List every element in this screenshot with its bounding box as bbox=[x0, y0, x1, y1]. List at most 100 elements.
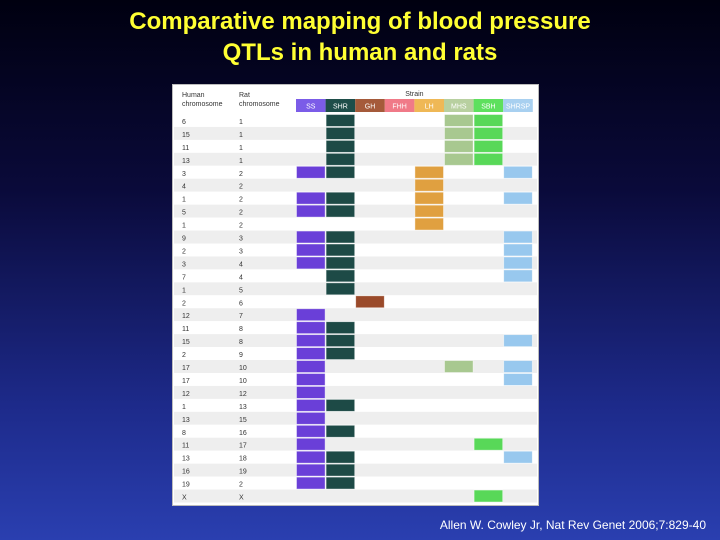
qtl-cell-shr bbox=[325, 230, 356, 244]
table-row bbox=[174, 178, 537, 192]
title-line-2: QTLs in human and rats bbox=[222, 39, 498, 66]
qtl-cell-lh bbox=[414, 191, 444, 205]
rat-chromosome-cell: X bbox=[239, 495, 244, 502]
table-row bbox=[174, 308, 537, 322]
strain-header-cell bbox=[355, 99, 385, 112]
human-chromosome-cell: 7 bbox=[182, 274, 186, 281]
rat-chromosome-cell: 8 bbox=[239, 339, 243, 346]
qtl-cell-ss bbox=[296, 165, 326, 179]
human-chromosome-cell: 4 bbox=[182, 184, 186, 191]
strain-header-cell bbox=[296, 99, 326, 112]
qtl-cell-mhs bbox=[444, 360, 474, 373]
human-chromosome-cell: 1 bbox=[182, 287, 186, 294]
strain-header-label: SHR bbox=[333, 104, 348, 111]
qtl-cell-ss bbox=[296, 191, 326, 205]
rat-chromosome-cell: 2 bbox=[239, 197, 243, 204]
rat-chromosome-cell: 2 bbox=[239, 223, 243, 230]
human-chromosome-cell: 2 bbox=[182, 248, 186, 255]
rat-chromosome-cell: 2 bbox=[239, 482, 243, 489]
rat-chromosome-cell: 3 bbox=[239, 236, 243, 243]
qtl-cell-shrsp bbox=[503, 165, 533, 179]
table-row bbox=[174, 321, 537, 335]
header-human-label: Human bbox=[182, 92, 205, 99]
qtl-cell-sbh bbox=[473, 127, 504, 140]
table-row bbox=[174, 269, 537, 283]
table-row bbox=[174, 411, 537, 425]
human-chromosome-cell: 1 bbox=[182, 223, 186, 230]
qtl-cell-lh bbox=[414, 178, 444, 192]
human-chromosome-cell: 11 bbox=[182, 326, 189, 333]
table-row bbox=[174, 282, 537, 296]
human-chromosome-cell: 19 bbox=[182, 482, 190, 489]
human-chromosome-cell: 13 bbox=[182, 456, 190, 463]
human-chromosome-cell: 2 bbox=[182, 352, 186, 359]
qtl-cell-sbh bbox=[473, 489, 504, 503]
human-chromosome-cell: 2 bbox=[182, 300, 186, 307]
human-chromosome-cell: 12 bbox=[182, 313, 190, 320]
qtl-cell-ss bbox=[296, 398, 326, 412]
qtl-cell-shrsp bbox=[503, 243, 533, 257]
strain-header-cell bbox=[414, 99, 444, 112]
strain-header-label: LH bbox=[425, 104, 434, 111]
strain-header-cell bbox=[473, 99, 504, 112]
qtl-cell-shrsp bbox=[503, 191, 533, 205]
table-row bbox=[174, 347, 537, 361]
human-chromosome-cell: 11 bbox=[182, 145, 189, 152]
table-row bbox=[174, 476, 537, 490]
rat-chromosome-cell: 9 bbox=[239, 352, 243, 359]
human-chromosome-cell: 15 bbox=[182, 132, 190, 139]
table-row bbox=[174, 373, 537, 386]
human-chromosome-cell: 12 bbox=[182, 391, 190, 398]
qtl-cell-ss bbox=[296, 373, 326, 386]
qtl-cell-sbh bbox=[473, 437, 504, 451]
qtl-cell-lh bbox=[414, 204, 444, 218]
qtl-cell-ss bbox=[296, 463, 326, 477]
rat-chromosome-cell: 8 bbox=[239, 326, 243, 333]
human-chromosome-cell: 6 bbox=[182, 119, 186, 126]
qtl-cell-ss bbox=[296, 230, 326, 244]
rat-chromosome-cell: 10 bbox=[239, 365, 247, 372]
qtl-cell-shr bbox=[325, 204, 356, 218]
rat-chromosome-cell: 18 bbox=[239, 456, 247, 463]
rat-chromosome-cell: 5 bbox=[239, 287, 243, 294]
qtl-cell-lh bbox=[414, 217, 444, 231]
strain-header-label: SHRSP bbox=[506, 104, 530, 111]
qtl-cell-ss bbox=[296, 360, 326, 373]
strain-header-label: SS bbox=[306, 104, 316, 111]
human-chromosome-cell: 8 bbox=[182, 430, 186, 437]
table-row bbox=[174, 437, 537, 451]
qtl-cell-shr bbox=[325, 321, 356, 335]
rat-chromosome-cell: 3 bbox=[239, 248, 243, 255]
table-row bbox=[174, 191, 537, 205]
strain-header-cell bbox=[384, 99, 415, 112]
qtl-cell-shr bbox=[325, 165, 356, 179]
rat-chromosome-cell: 1 bbox=[239, 119, 243, 126]
rat-chromosome-cell: 1 bbox=[239, 145, 243, 152]
qtl-cell-shr bbox=[325, 269, 356, 283]
rat-chromosome-cell: 1 bbox=[239, 132, 243, 139]
rat-chromosome-cell: 2 bbox=[239, 210, 243, 217]
qtl-cell-ss bbox=[296, 437, 326, 451]
header-rat-label: chromosome bbox=[239, 101, 280, 108]
human-chromosome-cell: 3 bbox=[182, 261, 186, 268]
human-chromosome-cell: 1 bbox=[182, 404, 186, 411]
qtl-cell-shr bbox=[325, 476, 356, 490]
table-row bbox=[174, 424, 537, 438]
human-chromosome-cell: X bbox=[182, 495, 187, 502]
qtl-cell-shr bbox=[325, 114, 356, 127]
qtl-cell-shrsp bbox=[503, 360, 533, 373]
qtl-cell-ss bbox=[296, 450, 326, 464]
table-row bbox=[174, 334, 537, 348]
qtl-cell-ss bbox=[296, 347, 326, 360]
qtl-cell-shr bbox=[325, 463, 356, 477]
qtl-cell-ss bbox=[296, 411, 326, 425]
human-chromosome-cell: 3 bbox=[182, 171, 186, 178]
human-chromosome-cell: 11 bbox=[182, 443, 189, 450]
qtl-cell-shr bbox=[325, 140, 356, 153]
strain-header-label: GH bbox=[365, 104, 376, 111]
rat-chromosome-cell: 15 bbox=[239, 417, 247, 424]
header-strain-label: Strain bbox=[405, 91, 423, 98]
qtl-cell-shr bbox=[325, 334, 356, 347]
qtl-cell-shr bbox=[325, 398, 356, 412]
